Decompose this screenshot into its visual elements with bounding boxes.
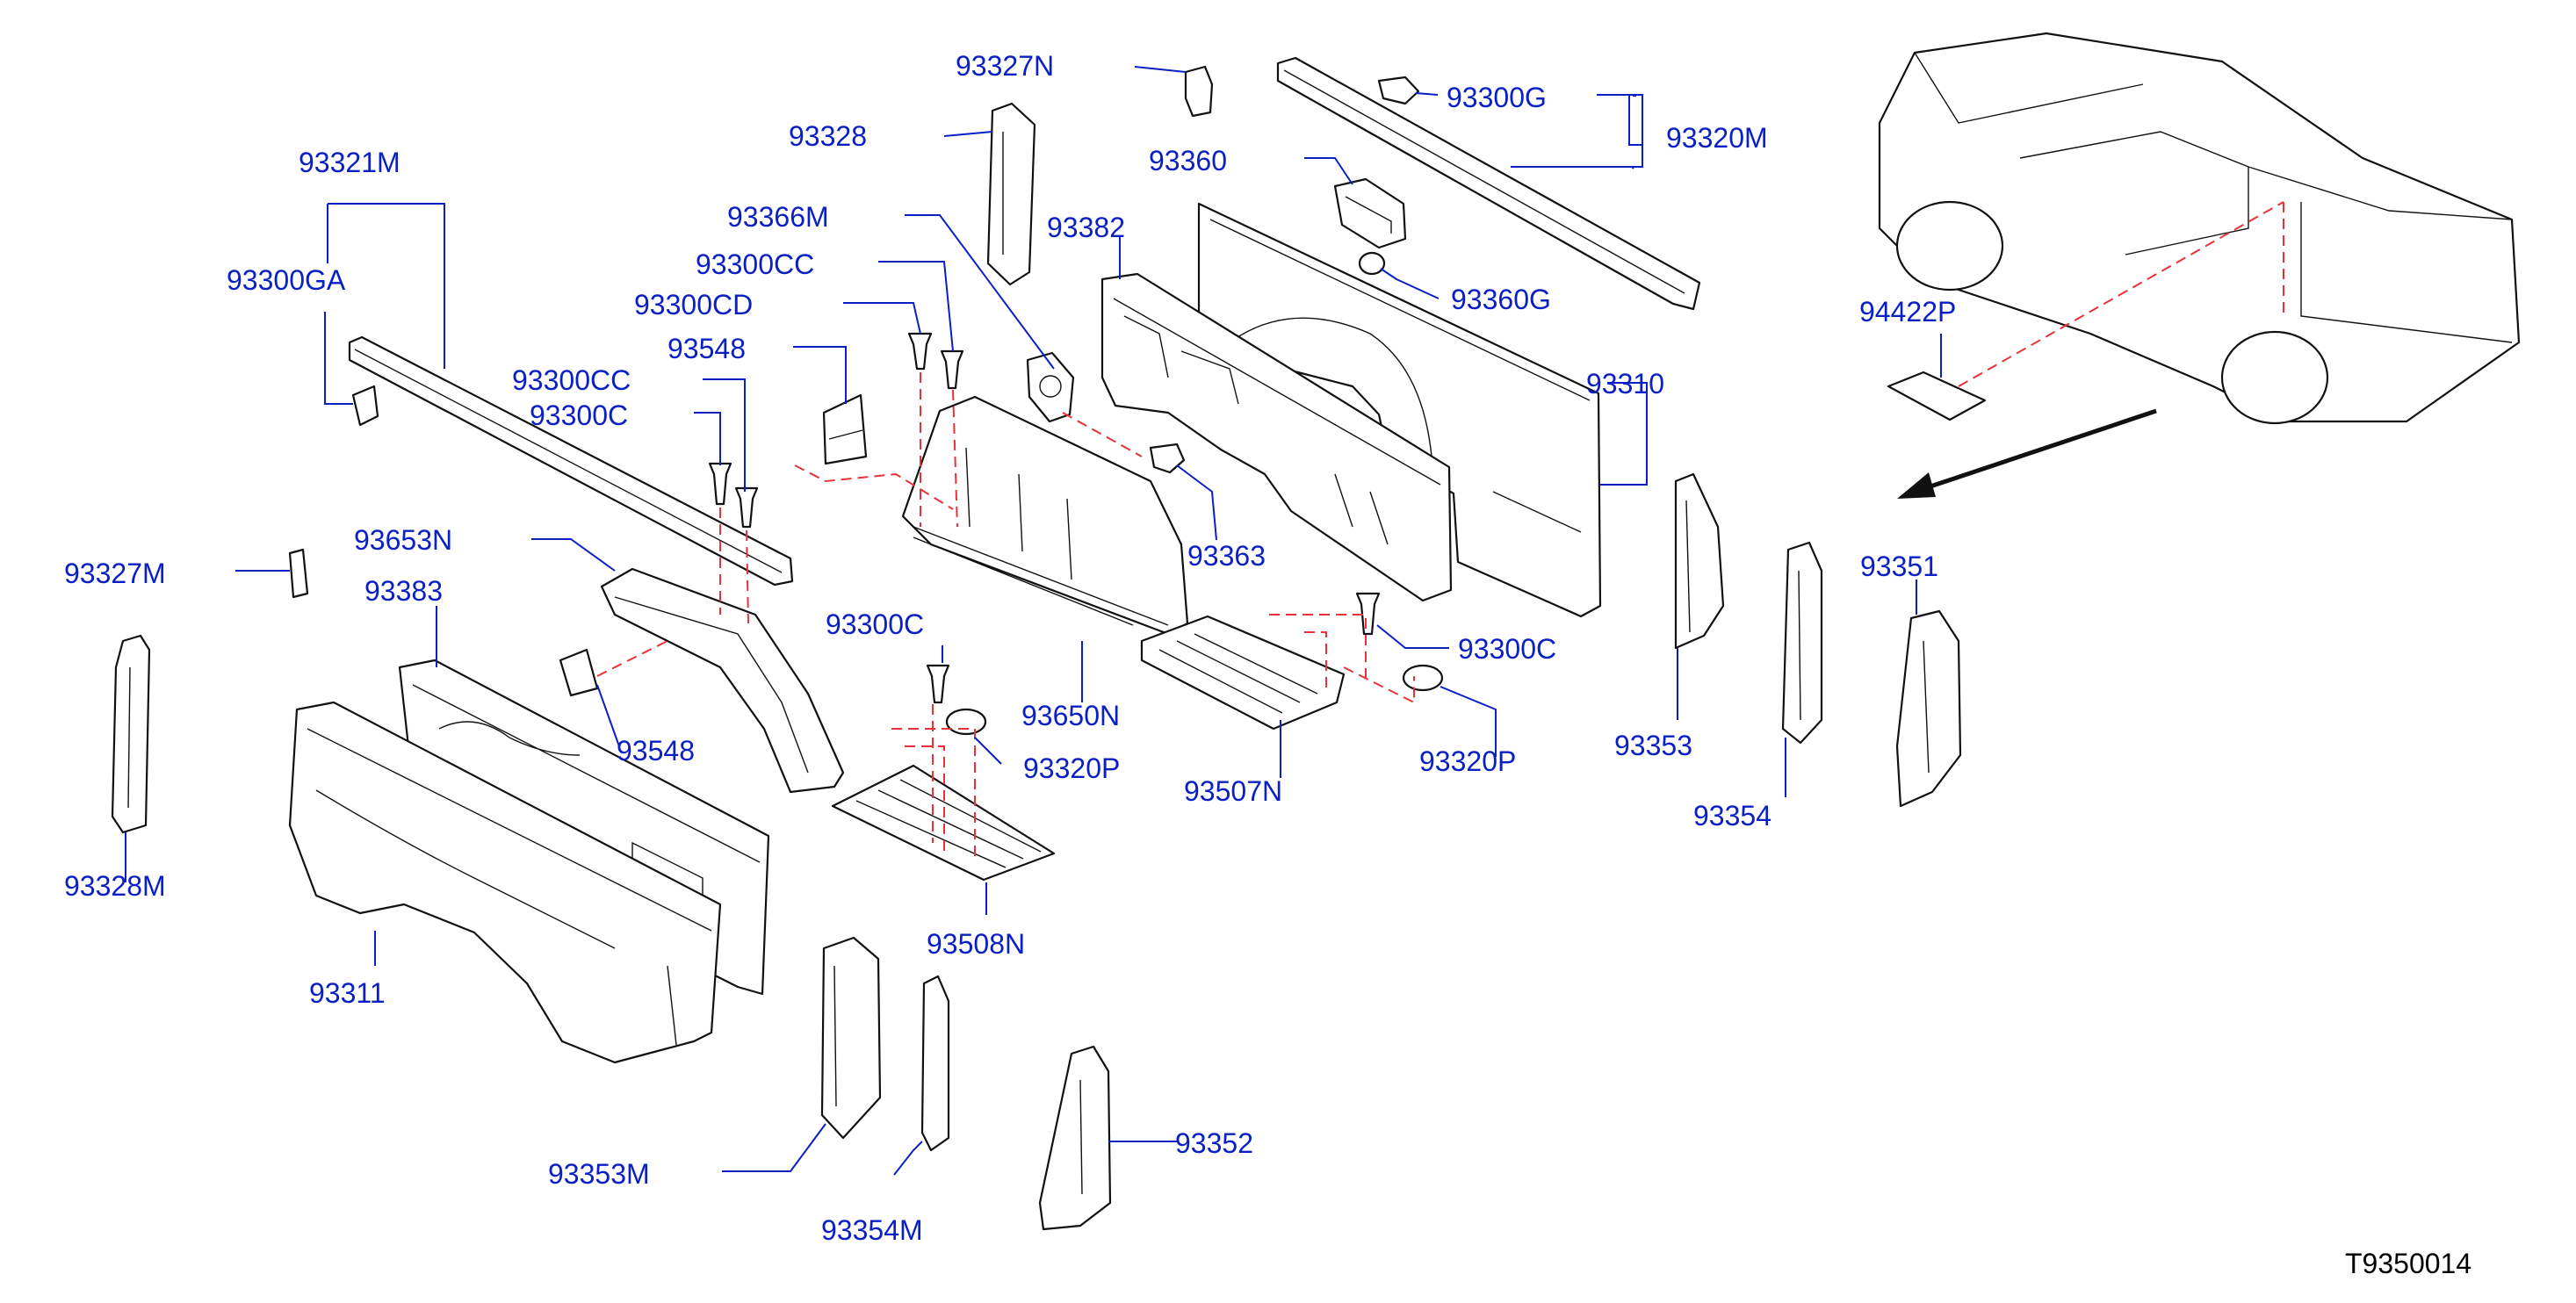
label-93383[interactable]: 93383 xyxy=(364,575,443,607)
part-93353m-post[interactable] xyxy=(820,936,882,1140)
part-93548-bracket-lower[interactable] xyxy=(559,648,599,697)
part-93548-bracket-upper[interactable] xyxy=(822,393,868,465)
part-93508n-floor-plate[interactable] xyxy=(831,764,1056,882)
label-93352[interactable]: 93352 xyxy=(1175,1127,1253,1159)
part-93650n-wheelhouse[interactable] xyxy=(901,395,1189,636)
hidden-lines xyxy=(596,201,2284,860)
arrow-icon xyxy=(1897,408,2157,499)
label-93320p-center[interactable]: 93320P xyxy=(1023,752,1120,784)
part-93360g-grommet[interactable] xyxy=(1358,251,1386,276)
label-93300c-left[interactable]: 93300C xyxy=(530,400,628,431)
label-93320p-right[interactable]: 93320P xyxy=(1419,745,1516,777)
label-93353m[interactable]: 93353M xyxy=(548,1158,650,1190)
part-93353-post[interactable] xyxy=(1674,472,1725,650)
label-93548-lower[interactable]: 93548 xyxy=(617,735,695,767)
part-93382-inner-panel[interactable] xyxy=(1100,272,1453,602)
label-93321m[interactable]: 93321M xyxy=(299,147,400,178)
part-93653n-wheelhouse[interactable] xyxy=(600,567,845,794)
label-93300c-center[interactable]: 93300C xyxy=(826,608,924,640)
label-93360g[interactable]: 93360G xyxy=(1451,284,1551,315)
part-93300g-clip[interactable] xyxy=(1377,76,1420,105)
part-94422p-pad[interactable] xyxy=(1887,371,1987,421)
label-93548[interactable]: 93548 xyxy=(667,333,746,364)
part-screw-93300cc-left[interactable] xyxy=(734,486,759,529)
label-93507n[interactable]: 93507N xyxy=(1184,775,1282,807)
part-93351-bracket[interactable] xyxy=(1895,609,1962,808)
label-93354m[interactable]: 93354M xyxy=(821,1214,923,1246)
label-93508n[interactable]: 93508N xyxy=(927,928,1025,960)
part-93320p-plug-center[interactable] xyxy=(945,708,987,736)
label-93650n[interactable]: 93650N xyxy=(1021,700,1120,731)
label-93328m[interactable]: 93328M xyxy=(64,870,166,902)
label-93363[interactable]: 93363 xyxy=(1187,540,1266,572)
label-93327n[interactable]: 93327N xyxy=(956,50,1054,82)
part-screw-93300cc-upper[interactable] xyxy=(940,349,964,390)
part-93354-strip[interactable] xyxy=(1781,541,1823,745)
label-93300g[interactable]: 93300G xyxy=(1447,82,1547,113)
part-93320m-rail[interactable] xyxy=(1276,56,1701,311)
part-93300ga-clip[interactable] xyxy=(351,385,379,427)
vehicle-overview-illustration xyxy=(1878,32,2521,425)
label-93300cc-left[interactable]: 93300CC xyxy=(512,364,631,396)
part-93354m-strip[interactable] xyxy=(920,975,950,1152)
part-screw-93300c-left[interactable] xyxy=(708,462,732,506)
part-93363-clip[interactable] xyxy=(1149,443,1186,474)
part-93328m-post[interactable] xyxy=(111,634,151,834)
label-94422p[interactable]: 94422P xyxy=(1859,296,1956,328)
part-93328-post[interactable] xyxy=(986,102,1036,286)
label-93300c-right[interactable]: 93300C xyxy=(1458,633,1556,665)
part-93507n-floor-plate[interactable] xyxy=(1140,615,1346,731)
label-93300cd[interactable]: 93300CD xyxy=(634,289,753,320)
label-93320m[interactable]: 93320M xyxy=(1666,122,1768,154)
part-93352-bracket[interactable] xyxy=(1038,1045,1112,1231)
part-93327m-bracket[interactable] xyxy=(288,548,309,599)
part-labels: 93327N 93328 93321M 93300GA 93366M 93300… xyxy=(64,50,2471,1279)
label-93351[interactable]: 93351 xyxy=(1860,551,1938,582)
leader-lines xyxy=(125,66,1942,1176)
label-93311[interactable]: 93311 xyxy=(309,977,386,1009)
label-93327m[interactable]: 93327M xyxy=(64,558,166,589)
part-screw-93300cd[interactable] xyxy=(907,332,933,371)
label-93354[interactable]: 93354 xyxy=(1693,800,1771,831)
part-93321m-rail[interactable] xyxy=(348,335,794,587)
part-screw-93300c-center[interactable] xyxy=(926,664,950,704)
part-93311-outer-panel[interactable] xyxy=(288,701,722,1064)
part-93327n-bracket[interactable] xyxy=(1184,65,1214,118)
label-93653n[interactable]: 93653N xyxy=(354,524,452,556)
part-screw-93300c-right[interactable] xyxy=(1355,592,1381,636)
part-93360-cover[interactable] xyxy=(1333,177,1407,249)
label-93328[interactable]: 93328 xyxy=(789,120,867,152)
label-93366m[interactable]: 93366M xyxy=(727,201,829,233)
label-93353[interactable]: 93353 xyxy=(1614,730,1692,761)
label-93360[interactable]: 93360 xyxy=(1149,145,1227,176)
diagram-code: T9350014 xyxy=(2345,1248,2471,1279)
part-93320p-plug-right[interactable] xyxy=(1402,664,1444,692)
part-93366m-bezel[interactable] xyxy=(1026,351,1075,423)
label-93300ga[interactable]: 93300GA xyxy=(227,264,346,296)
label-93300cc[interactable]: 93300CC xyxy=(696,248,814,280)
label-93382[interactable]: 93382 xyxy=(1047,212,1125,243)
label-93310[interactable]: 93310 xyxy=(1586,368,1664,400)
